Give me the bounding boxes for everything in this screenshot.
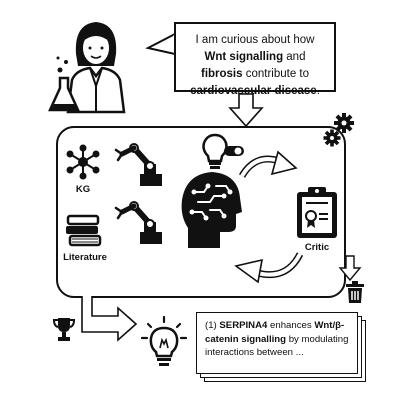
literature-label: Literature bbox=[63, 252, 107, 263]
gene-name: SERPINA4 bbox=[219, 320, 268, 331]
question-line-4: cardiovascular disease. bbox=[190, 85, 320, 97]
kg-label: KG bbox=[75, 184, 91, 195]
cycle-arrows-icon bbox=[238, 150, 298, 178]
robot-arm-icon bbox=[114, 143, 162, 186]
output-arrow bbox=[81, 296, 138, 342]
cycle-arrows-icon bbox=[234, 252, 304, 284]
lightbulb-toggle-icon bbox=[202, 133, 244, 169]
brain-head-icon bbox=[181, 172, 242, 248]
scientist-icon bbox=[48, 22, 126, 114]
question-line-3: fibrosis contribute to bbox=[200, 68, 310, 80]
hypothesis-output-card: (1) SERPINA4 enhances Wnt/β-catenin sign… bbox=[196, 312, 358, 374]
robot-arm-icon bbox=[114, 201, 162, 244]
books-icon bbox=[66, 214, 102, 247]
trophy-icon bbox=[52, 318, 76, 341]
gears-icon bbox=[323, 113, 354, 147]
critic-label: Critic bbox=[304, 242, 330, 253]
trash-icon bbox=[346, 281, 364, 303]
question-line-1: I am curious about how bbox=[195, 34, 315, 46]
clipboard-certificate-icon bbox=[297, 187, 337, 238]
pathway-name: Wnt/β-catenin signalling bbox=[205, 320, 345, 345]
input-arrow bbox=[228, 93, 264, 128]
knowledge-graph-icon bbox=[66, 144, 100, 180]
question-line-2: Wnt signalling and bbox=[204, 51, 306, 63]
lightbulb-idea-icon bbox=[140, 315, 188, 366]
discard-arrow bbox=[338, 255, 362, 282]
user-question-bubble: I am curious about how Wnt signalling an… bbox=[174, 22, 336, 97]
